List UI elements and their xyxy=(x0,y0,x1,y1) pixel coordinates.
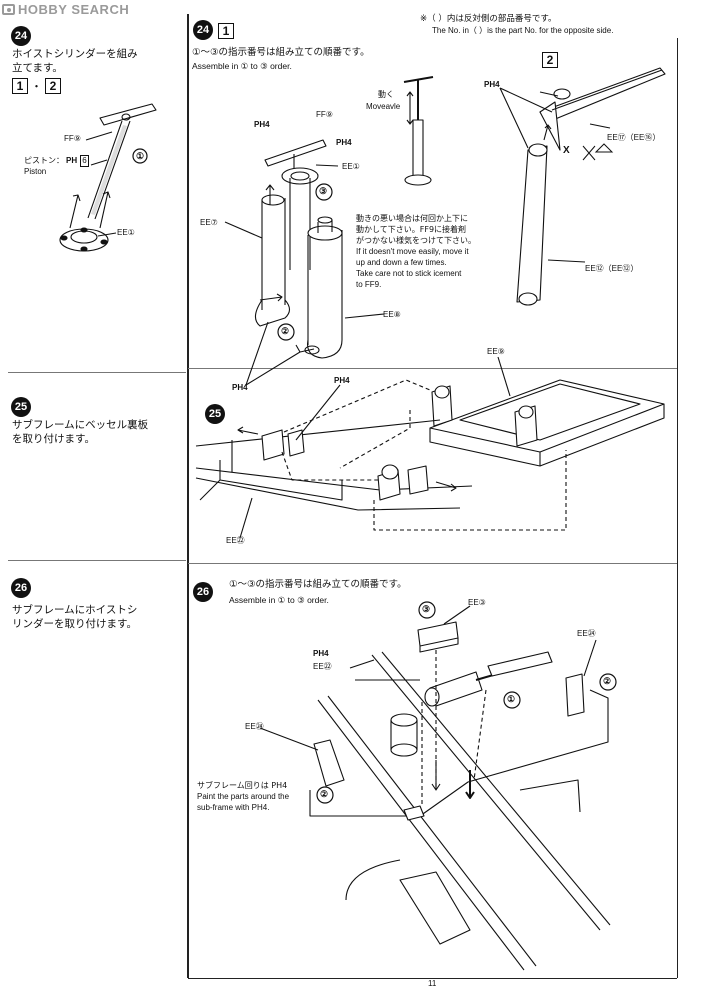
s26-circle2-right: ② xyxy=(603,676,612,686)
box-2: 2 xyxy=(45,78,61,94)
camera-icon xyxy=(2,4,15,15)
s26-paint-note: サブフレーム回りは PH4 Paint the parts around the… xyxy=(197,780,289,813)
step-26-badge: 26 xyxy=(193,582,213,602)
box-1: 1 xyxy=(12,78,28,94)
step-24-badge: 24 xyxy=(193,20,213,40)
step-26-order-en: Assemble in ① to ③ order. xyxy=(229,595,329,605)
s24-ee8: EE⑧ xyxy=(383,310,401,319)
s25-ee22: EE㉒ xyxy=(226,536,245,545)
s26-ee24-right: EE㉔ xyxy=(577,629,596,638)
s26-ee3: EE③ xyxy=(468,598,486,607)
step-26-order: ①～③の指示番号は組み立ての順番です。 Assemble in ① to ③ o… xyxy=(229,578,407,606)
s24-ee1: EE① xyxy=(342,162,360,171)
s24-ee7: EE⑦ xyxy=(200,218,218,227)
opposite-side-note: ※（ ）内は反対側の部品番号です。 The No. in（ ）is the pa… xyxy=(420,14,613,36)
s24-note: 動きの悪い場合は何回か上下に 動かして下さい。FF9に接着剤 がつかない様気をつ… xyxy=(356,213,506,290)
box-separator: ・ xyxy=(31,80,42,93)
left-step-25-line2: を取り付けます。 xyxy=(12,433,95,445)
step-24-box-1: 1 xyxy=(218,23,234,39)
left-step-24-boxes: 1 ・ 2 xyxy=(12,78,61,94)
s24-note-en-2: up and down a few times. xyxy=(356,258,447,267)
left-step-26-line2: リンダーを取り付けます。 xyxy=(12,618,137,630)
divider-step25-26-right xyxy=(188,563,677,564)
s24-note-en-3: Take care not to stick icement xyxy=(356,269,462,278)
s26-ee24-left: EE㉔ xyxy=(245,722,264,731)
s24-ph4-b: PH4 xyxy=(336,138,352,147)
left-step-24-text: ホイストシリンダーを組み 立てます。 xyxy=(12,47,138,75)
opposite-side-note-en: The No. in（ ）is the part No. for the opp… xyxy=(432,26,614,35)
s24-circle3: ③ xyxy=(319,186,328,196)
bottom-border-line xyxy=(188,978,677,979)
divider-step24-25-right xyxy=(188,368,677,369)
left-label-ph-num: 6 xyxy=(80,155,89,167)
left-label-ff9: FF⑨ xyxy=(64,134,81,143)
step-24-order-jp: ①～③の指示番号は組み立ての順番です。 xyxy=(192,47,370,58)
page-number: 11 xyxy=(428,979,437,988)
s24-ph4-d: PH4 xyxy=(484,80,500,89)
left-step-24-line1: ホイストシリンダーを組み xyxy=(12,48,138,60)
s26-ph4: PH4 xyxy=(313,649,329,658)
left-step-25-badge: 25 xyxy=(11,397,31,417)
watermark-text: HOBBY SEARCH xyxy=(18,2,130,17)
s26-circle1: ① xyxy=(507,694,516,704)
s24-ee12: EE⑫（EE⑫） xyxy=(585,264,639,273)
left-column-divider xyxy=(187,14,189,978)
left-step-26-badge: 26 xyxy=(11,578,31,598)
s26-paint-jp: サブフレーム回りは PH4 xyxy=(197,781,288,790)
left-label-circle1: ① xyxy=(136,151,145,161)
s24-ph4-a: PH4 xyxy=(254,120,270,129)
left-label-piston-en: Piston xyxy=(24,167,47,176)
s25-ee9: EE⑨ xyxy=(487,347,505,356)
s26-ee22: EE㉒ xyxy=(313,662,332,671)
s24-note-jp-3: がつかない様気をつけて下さい。 xyxy=(356,236,476,245)
step-26-order-jp: ①～③の指示番号は組み立ての順番です。 xyxy=(229,579,407,590)
s24-ee17: EE⑰（EE⑯） xyxy=(607,133,661,142)
left-label-piston-jp: ピストン： xyxy=(24,156,64,165)
opposite-side-note-jp: ※（ ）内は反対側の部品番号です。 xyxy=(420,14,557,24)
left-step-26-line1: サブフレームにホイストシ xyxy=(12,604,138,616)
left-step-26-text: サブフレームにホイストシ リンダーを取り付けます。 xyxy=(12,603,137,631)
left-step-24-line2: 立てます。 xyxy=(12,62,63,74)
s24-ph4-c: PH4 xyxy=(232,383,248,392)
s24-x-mark: X xyxy=(563,145,570,156)
s26-circle3: ③ xyxy=(422,604,431,614)
right-border-line xyxy=(677,38,678,978)
s24-circle2: ② xyxy=(281,326,290,336)
s26-paint-en2: sub-frame with PH4. xyxy=(197,803,270,812)
s24-ff9: FF⑨ xyxy=(316,110,333,119)
step-24-order-en: Assemble in ① to ③ order. xyxy=(192,61,292,71)
s26-circle2-left: ② xyxy=(320,789,329,799)
divider-step25-26-left xyxy=(8,560,186,561)
divider-step24-25-left xyxy=(8,372,186,373)
s24-moveable-en: Moveavle xyxy=(366,102,401,111)
left-step-25-line1: サブフレームにベッセル裏板 xyxy=(12,419,149,431)
step-24-order: ①～③の指示番号は組み立ての順番です。 Assemble in ① to ③ o… xyxy=(192,46,370,72)
s24-note-en-4: to FF9. xyxy=(356,280,382,289)
s24-moveable-jp: 動く xyxy=(378,90,394,99)
watermark-logo: HOBBY SEARCH xyxy=(2,2,129,17)
left-step-24-badge: 24 xyxy=(11,26,31,46)
left-label-ph: PH xyxy=(66,156,78,165)
step-25-badge: 25 xyxy=(205,404,225,424)
s25-ph4: PH4 xyxy=(334,376,350,385)
s26-paint-en1: Paint the parts around the xyxy=(197,792,290,801)
s24-note-en-1: If it doesn't move easily, move it xyxy=(356,247,469,256)
left-step-25-text: サブフレームにベッセル裏板 を取り付けます。 xyxy=(12,418,148,446)
step-24-box-2: 2 xyxy=(542,52,558,68)
left-label-ee1: EE① xyxy=(117,228,135,237)
s24-note-jp-2: 動かして下さい。FF9に接着剤 xyxy=(356,225,467,234)
s24-note-jp-1: 動きの悪い場合は何回か上下に xyxy=(356,214,468,223)
